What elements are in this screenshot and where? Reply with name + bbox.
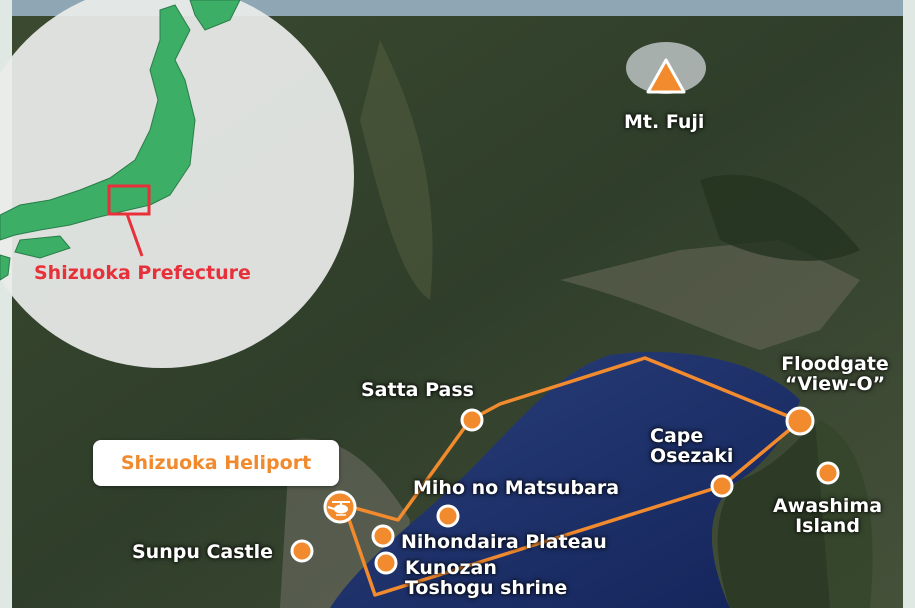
satta-pass-label: Satta Pass <box>361 379 474 401</box>
map-frame-right <box>903 0 915 608</box>
awashima-label-line1: Awashima <box>772 495 883 517</box>
sunpu-label: Sunpu Castle <box>132 541 274 563</box>
inset-highlight-label: Shizuoka Prefecture <box>34 262 251 284</box>
circle-marker-icon[interactable] <box>816 461 840 485</box>
flight-route <box>342 356 802 597</box>
kunozan-label-line1: Kunozan <box>405 557 497 579</box>
ridge-1 <box>700 174 860 261</box>
triangle-peak-icon[interactable] <box>646 58 686 94</box>
shizuoka-highlight-box <box>107 184 151 216</box>
circle-marker-icon[interactable] <box>371 524 395 548</box>
peak-label: Mt. Fuji <box>624 111 705 133</box>
japan-honshu <box>0 4 196 241</box>
izu-west-coast <box>717 420 830 608</box>
circle-marker-icon[interactable] <box>374 551 398 575</box>
japan-hokkaido <box>189 0 241 31</box>
floodgate-label: Floodgate “View-O” <box>770 354 900 394</box>
circle-marker-icon[interactable] <box>460 408 484 432</box>
heliport-label[interactable]: Shizuoka Heliport <box>93 440 339 486</box>
helicopter-icon[interactable] <box>323 490 357 524</box>
suruga-bay <box>330 352 800 608</box>
cape-label: Cape Osezaki <box>650 426 733 466</box>
circle-marker-icon[interactable] <box>785 406 815 436</box>
kunozan-label: Kunozan Toshogu shrine <box>405 558 567 598</box>
circle-marker-icon[interactable] <box>436 504 460 528</box>
ridge-2 <box>360 40 433 300</box>
japan-kyushu <box>0 254 11 281</box>
miho-label: Miho no Matsubara <box>413 477 620 499</box>
cape-label-line2: Osezaki <box>650 445 734 467</box>
nihondaira-label: Nihondaira Plateau <box>401 531 607 553</box>
kunozan-label-line2: Toshogu shrine <box>405 577 568 599</box>
urban-plain-north <box>560 240 860 350</box>
awashima-label: Awashima Island <box>760 496 895 536</box>
circle-marker-icon[interactable] <box>290 539 314 563</box>
highlight-pointer-line <box>125 213 144 257</box>
floodgate-label-line1: Floodgate <box>781 353 889 375</box>
floodgate-label-line2: “View-O” <box>784 373 886 395</box>
circle-marker-icon[interactable] <box>710 474 734 498</box>
japan-shikoku <box>14 235 71 259</box>
cape-label-line1: Cape <box>650 425 704 447</box>
awashima-label-line2: Island <box>795 515 860 537</box>
